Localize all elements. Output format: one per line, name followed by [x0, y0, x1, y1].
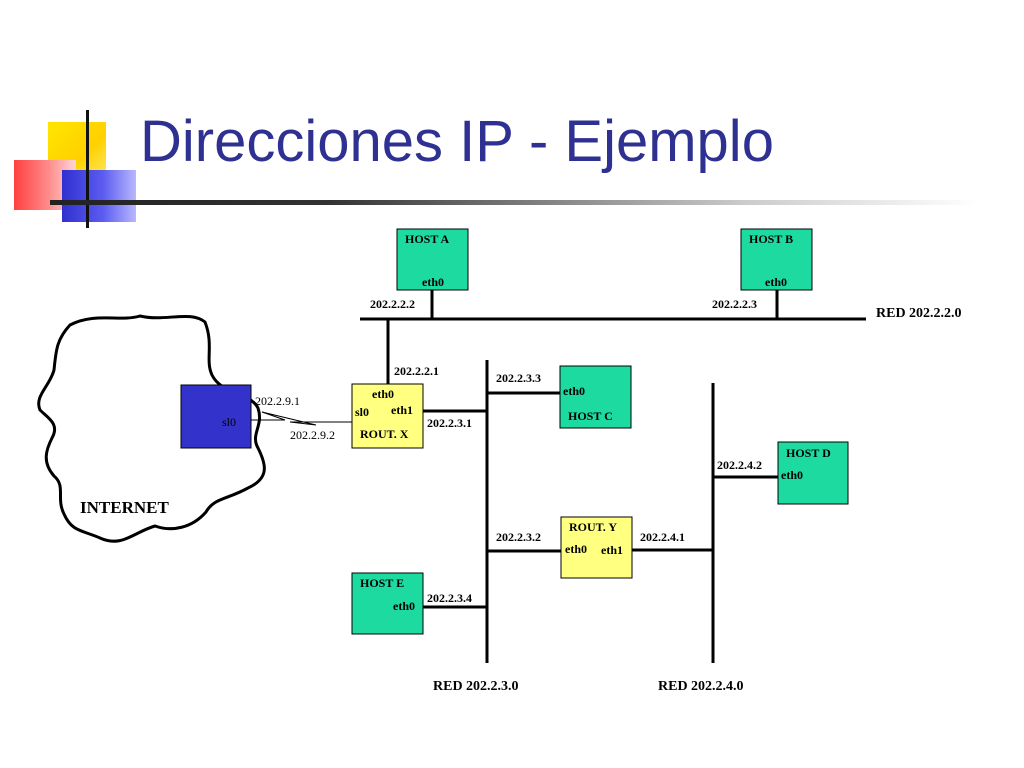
internet-node-iface-label: sl0 [222, 415, 236, 429]
host-d [777, 441, 849, 505]
host-c [559, 365, 632, 429]
host-e-label: HOST E [360, 576, 404, 590]
router-y [560, 516, 633, 579]
router-x-ip-top: 202.2.2.1 [394, 364, 439, 378]
host-c-label: HOST C [568, 409, 613, 423]
title-ornament-vertical-line [86, 110, 89, 228]
router-y-label: ROUT. Y [569, 520, 617, 534]
host-d-ip: 202.2.4.2 [717, 458, 762, 472]
host-a [396, 228, 469, 291]
host-c-ip: 202.2.3.3 [496, 371, 541, 385]
host-e [351, 572, 424, 635]
slide-title: Direcciones IP - Ejemplo [140, 109, 774, 174]
host-b-label: HOST B [749, 232, 793, 246]
host-a-label: HOST A [405, 232, 449, 246]
router-x-ip-right: 202.2.3.1 [427, 416, 472, 430]
host-e-ip: 202.2.3.4 [427, 591, 472, 605]
internet-cloud [37, 314, 266, 543]
router-y-ip-right: 202.2.4.1 [640, 530, 685, 544]
router-x-iface-top: eth0 [372, 387, 394, 401]
title-ornament-blue-square [62, 170, 136, 222]
router-y-ip-left: 202.2.3.2 [496, 530, 541, 544]
serial-link [251, 411, 352, 426]
router-x-iface-left: sl0 [355, 405, 369, 419]
internet-label: INTERNET [80, 498, 169, 517]
internet-node [180, 384, 252, 449]
host-a-ip: 202.2.2.2 [370, 297, 415, 311]
host-e-iface: eth0 [393, 599, 415, 613]
router-y-iface-left: eth0 [565, 542, 587, 556]
network-label-202-2-2-0: RED 202.2.2.0 [876, 306, 962, 321]
host-c-iface: eth0 [563, 384, 585, 398]
host-b [740, 228, 813, 291]
network-label-202-2-4-0: RED 202.2.4.0 [658, 679, 744, 694]
serial-ip-internet: 202.2.9.1 [255, 394, 300, 408]
host-b-iface: eth0 [765, 275, 787, 289]
serial-ip-router: 202.2.9.2 [290, 428, 335, 442]
host-d-label: HOST D [786, 446, 831, 460]
router-x-label: ROUT. X [360, 427, 409, 441]
router-x [351, 383, 424, 449]
host-b-ip: 202.2.2.3 [712, 297, 757, 311]
title-underline [50, 200, 980, 205]
router-x-iface-right: eth1 [391, 403, 413, 417]
host-d-iface: eth0 [781, 468, 803, 482]
router-y-iface-right: eth1 [601, 543, 623, 557]
host-a-iface: eth0 [422, 275, 444, 289]
network-label-202-2-3-0: RED 202.2.3.0 [433, 679, 519, 694]
